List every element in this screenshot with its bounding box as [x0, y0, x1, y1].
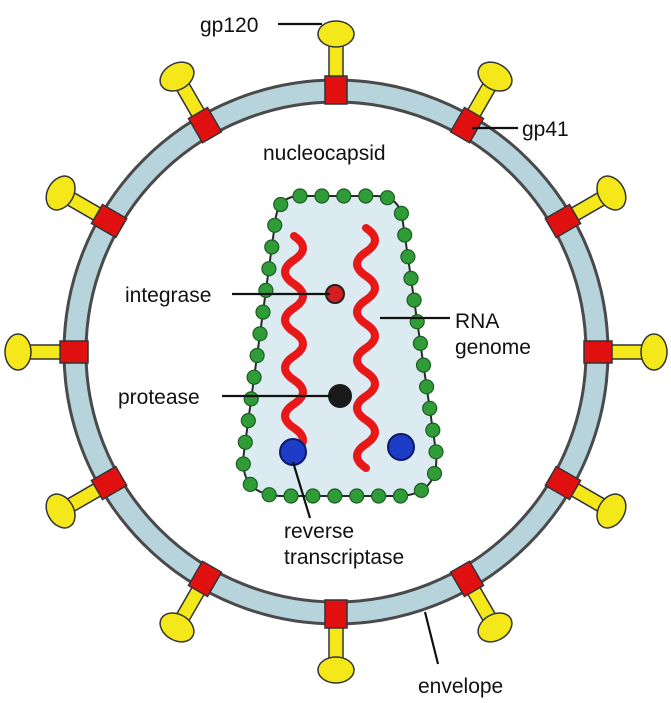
capsid-bead — [259, 283, 273, 297]
gp120-head — [641, 334, 667, 370]
capsid-bead — [407, 293, 421, 307]
reverse-transcriptase-label-line1: reverse — [284, 520, 354, 543]
capsid-bead — [423, 401, 437, 415]
capsid-bead — [236, 457, 250, 471]
capsid-bead — [328, 489, 342, 503]
capsid-bead — [420, 380, 434, 394]
capsid-bead — [247, 370, 261, 384]
gp41-anchor — [325, 76, 347, 104]
capsid-bead — [414, 483, 428, 497]
capsid-bead — [256, 305, 270, 319]
integrase-label: integrase — [125, 284, 211, 307]
rna-label-line1: RNA — [455, 310, 499, 333]
capsid-bead — [262, 488, 276, 502]
capsid-bead — [380, 191, 394, 205]
capsid-bead — [426, 423, 440, 437]
gp41-anchor — [325, 600, 347, 628]
gp120-head — [318, 657, 354, 683]
capsid-bead — [306, 489, 320, 503]
capsid-bead — [428, 467, 442, 481]
capsid-bead — [238, 435, 252, 449]
capsid-bead — [429, 445, 443, 459]
capsid-bead — [404, 271, 418, 285]
capsid-bead — [315, 189, 329, 203]
gp41-anchor — [60, 341, 88, 363]
capsid-bead — [268, 218, 282, 232]
nucleocapsid-label: nucleocapsid — [263, 142, 386, 165]
capsid-bead — [417, 358, 431, 372]
protease-label: protease — [118, 386, 200, 409]
capsid-bead — [293, 189, 307, 203]
capsid-bead — [394, 206, 408, 220]
capsid-bead — [401, 250, 415, 264]
reverse-transcriptase-label-line2: transcriptase — [284, 546, 404, 569]
capsid-bead — [243, 477, 257, 491]
envelope-pointer — [425, 612, 438, 664]
gp120-label: gp120 — [200, 14, 258, 37]
capsid-bead — [250, 349, 264, 363]
capsid-bead — [413, 336, 427, 350]
reverse-transcriptase-right — [388, 434, 414, 460]
gp120-head — [5, 334, 31, 370]
gp41-anchor — [584, 341, 612, 363]
capsid-bead — [350, 489, 364, 503]
capsid-bead — [274, 198, 288, 212]
capsid-bead — [359, 189, 373, 203]
capsid-bead — [372, 489, 386, 503]
capsid-bead — [244, 392, 258, 406]
capsid-bead — [284, 489, 298, 503]
reverse-transcriptase-left — [280, 439, 306, 465]
capsid-bead — [253, 327, 267, 341]
capsid-bead — [410, 315, 424, 329]
capsid-bead — [262, 262, 276, 276]
capsid-bead — [394, 489, 408, 503]
envelope-label: envelope — [418, 675, 503, 698]
rna-label-line2: genome — [455, 336, 531, 359]
capsid-bead — [241, 414, 255, 428]
capsid-bead — [337, 189, 351, 203]
gp120-head — [318, 21, 354, 47]
capsid-bead — [398, 228, 412, 242]
capsid-bead — [265, 240, 279, 254]
gp41-label: gp41 — [522, 118, 569, 141]
